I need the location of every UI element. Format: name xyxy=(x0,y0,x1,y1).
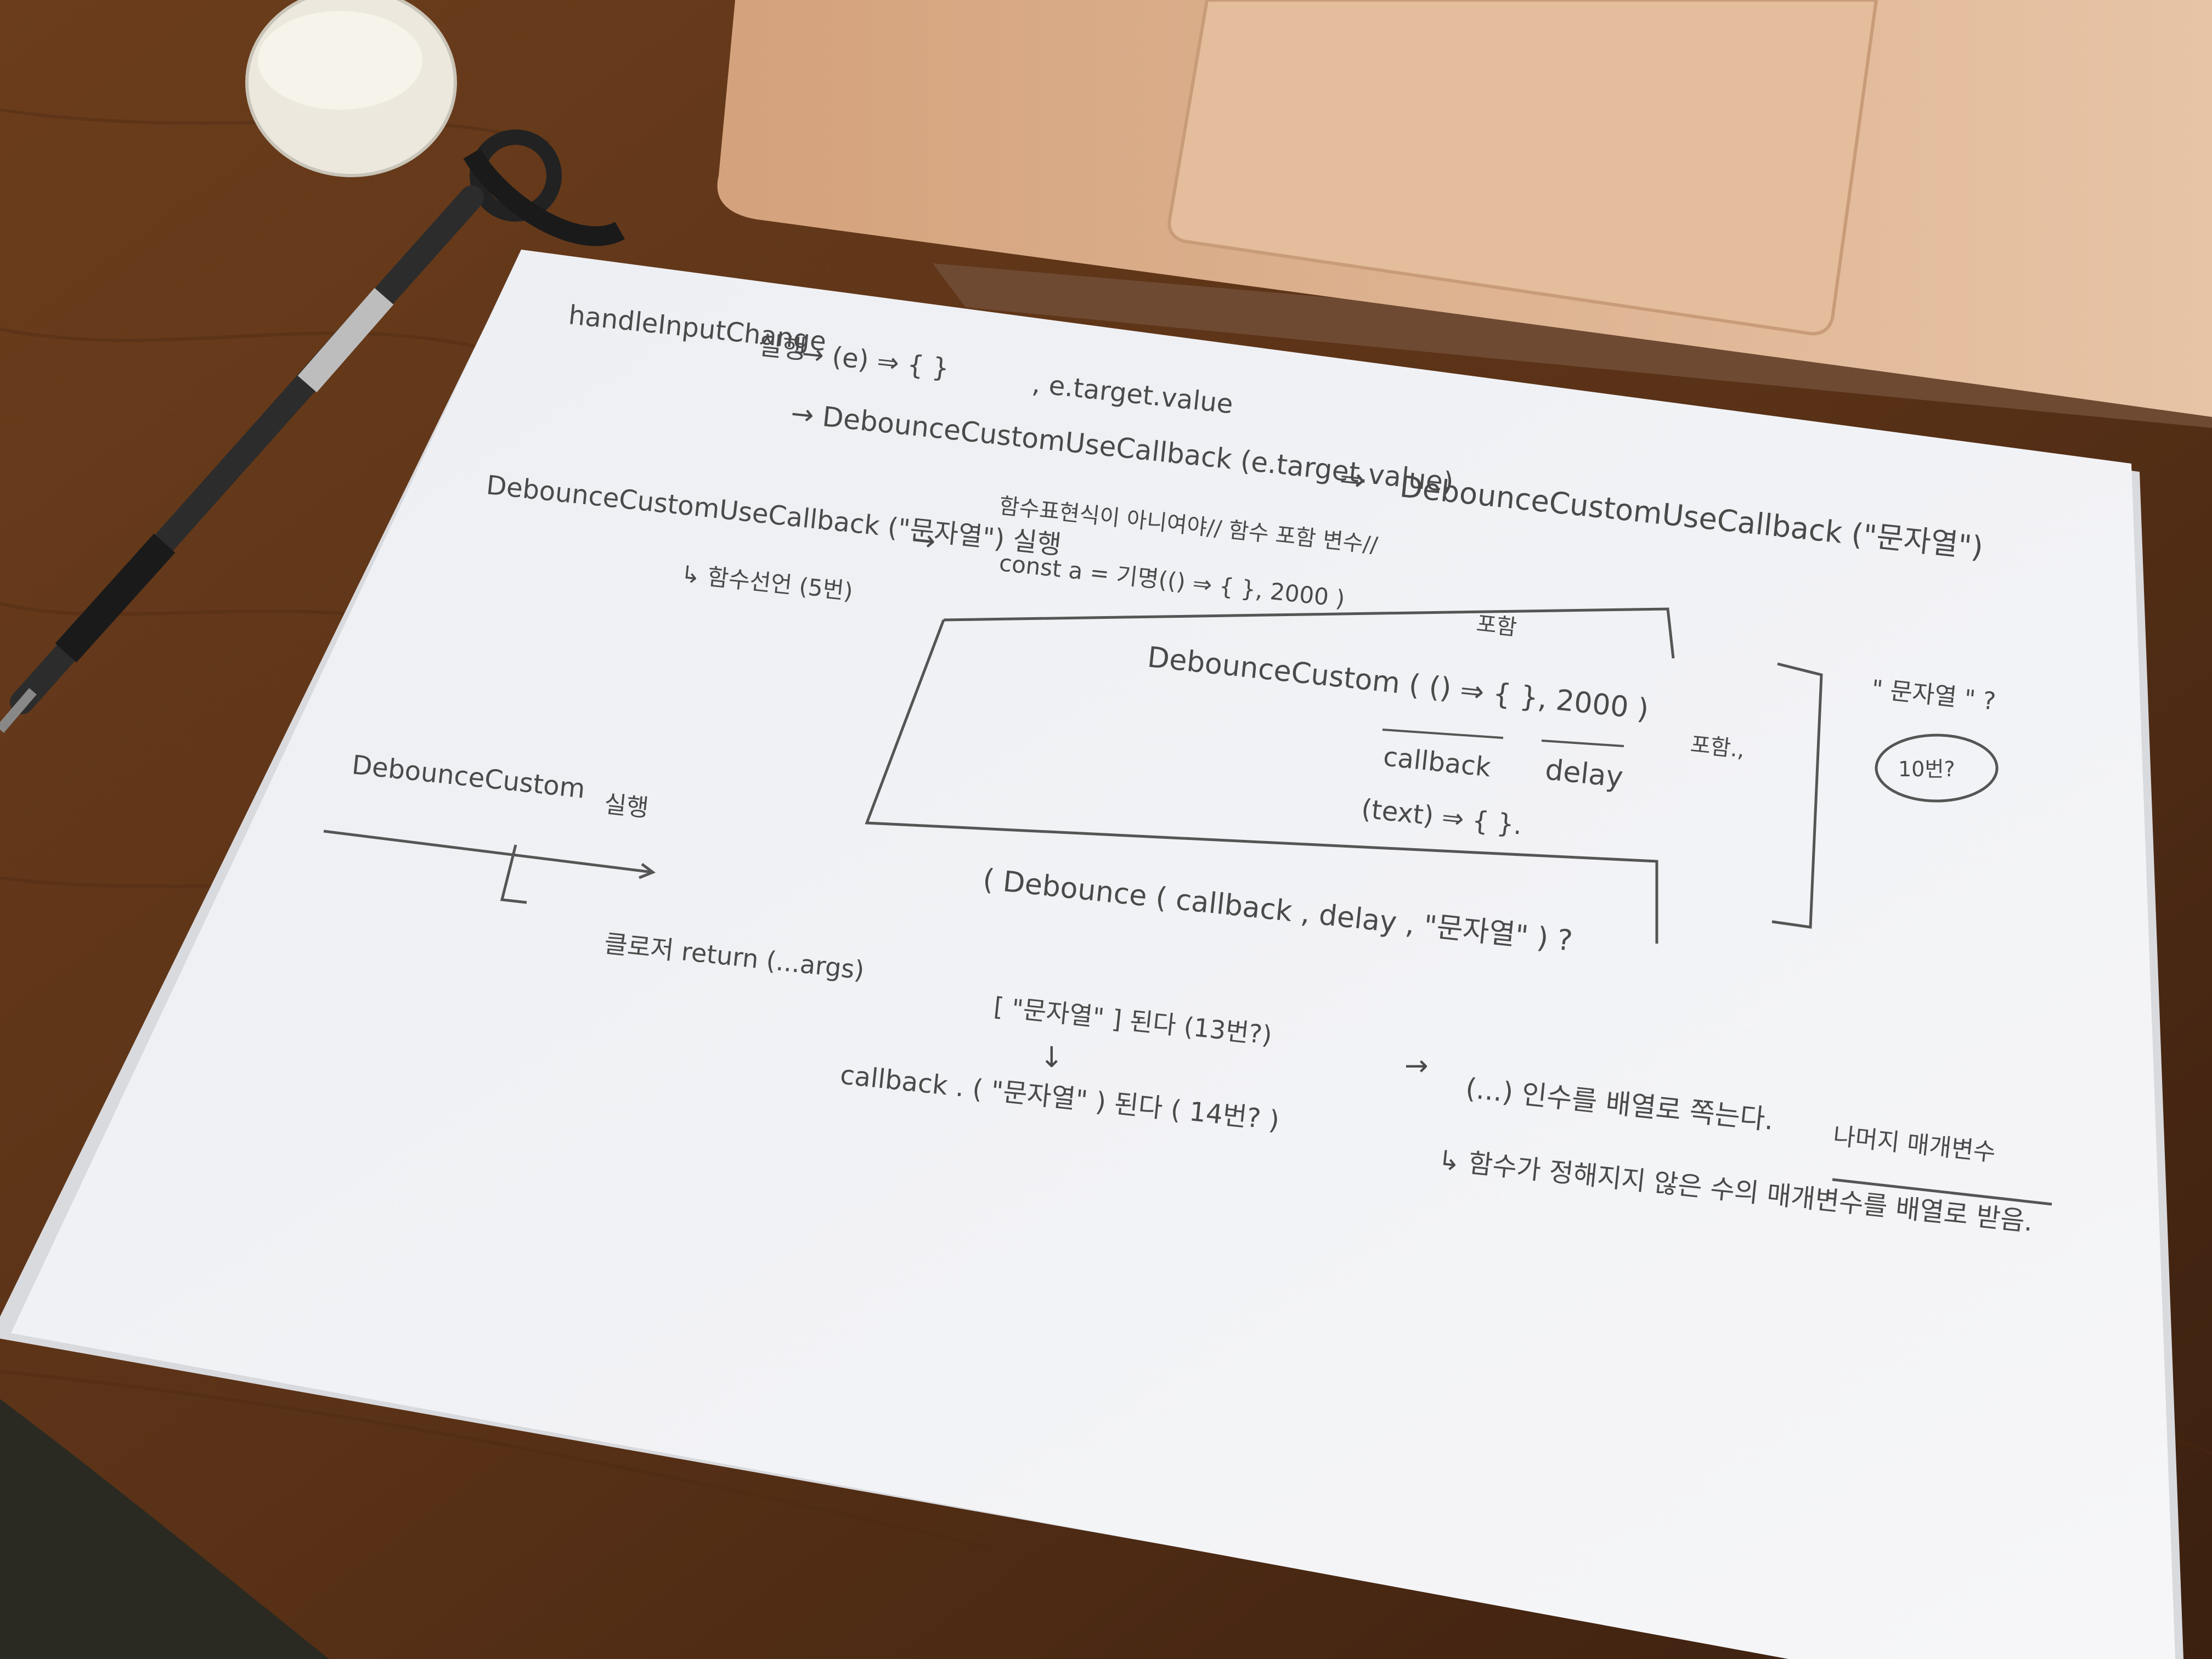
floor-shadow xyxy=(0,1399,329,1659)
note-implies-arrow: ⇒ xyxy=(1338,460,1367,499)
note-box-delay: delay xyxy=(1544,753,1625,794)
note-box-suffix: 포함., xyxy=(1689,732,1746,763)
note-right-bracket xyxy=(1771,662,1823,929)
laptop xyxy=(717,0,2212,428)
note-const-suffix: 포함 xyxy=(1475,611,1518,640)
note-rest-arrow: → xyxy=(1404,1049,1429,1082)
laptop-trackpad xyxy=(1167,0,1878,336)
note-arrow-2: → xyxy=(910,523,938,558)
paper-sheet xyxy=(0,250,2183,1659)
earbuds-case xyxy=(245,0,625,246)
note-timeline-run: 실행 xyxy=(603,790,650,822)
note-side-circle xyxy=(1875,733,1999,803)
note-box-outline xyxy=(865,607,1675,944)
note-down-arrow: ↓ xyxy=(1040,1041,1064,1074)
note-rest-underline-mark xyxy=(1832,1178,2052,1206)
note-run-1: 실행 xyxy=(757,330,808,365)
note-callback-underline xyxy=(1382,729,1504,739)
mechanical-pencil xyxy=(0,185,484,733)
note-delay-underline xyxy=(1541,740,1624,747)
note-side-circle-text: 10번? xyxy=(1898,757,1955,781)
note-timeline-arrow xyxy=(323,830,656,904)
